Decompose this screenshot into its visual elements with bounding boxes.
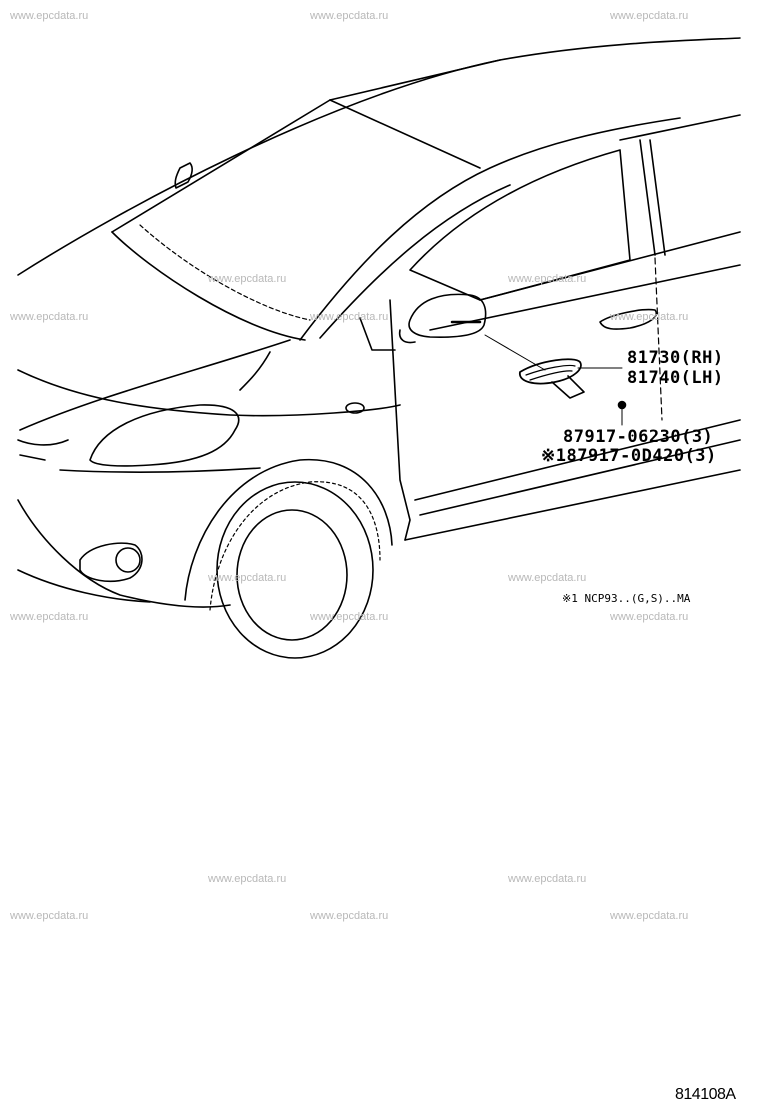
watermark: www.epcdata.ru bbox=[508, 572, 587, 584]
wheel-arch bbox=[184, 458, 393, 601]
watermark: www.epcdata.ru bbox=[310, 910, 389, 922]
watermark: www.epcdata.ru bbox=[610, 611, 689, 623]
a-pillar bbox=[299, 117, 681, 341]
watermark: www.epcdata.ru bbox=[310, 311, 389, 323]
watermark: www.epcdata.ru bbox=[208, 273, 287, 285]
vehicle-illustration bbox=[17, 37, 741, 659]
watermark: www.epcdata.ru bbox=[10, 311, 89, 323]
part-number-screw-alt[interactable]: ※187917-0D420(3) bbox=[541, 446, 717, 466]
screw-mark bbox=[617, 400, 627, 410]
roof-rail bbox=[329, 99, 481, 169]
door-handle bbox=[599, 308, 657, 330]
watermark: www.epcdata.ru bbox=[10, 611, 89, 623]
watermark: www.epcdata.ru bbox=[10, 910, 89, 922]
watermark: www.epcdata.ru bbox=[208, 873, 287, 885]
roof-outline bbox=[17, 37, 741, 276]
watermark: www.epcdata.ru bbox=[508, 873, 587, 885]
illustration-code: 814108A bbox=[675, 1086, 736, 1103]
headlamp bbox=[89, 404, 240, 467]
watermark: www.epcdata.ru bbox=[610, 910, 689, 922]
leader-lamp bbox=[484, 334, 546, 371]
watermark: www.epcdata.ru bbox=[10, 10, 89, 22]
windshield bbox=[111, 99, 331, 233]
footnote: ※1 NCP93..(G,S)..MA bbox=[562, 592, 691, 605]
watermark: www.epcdata.ru bbox=[610, 311, 689, 323]
side-window bbox=[409, 149, 631, 301]
watermark: www.epcdata.ru bbox=[508, 273, 587, 285]
side-mirror bbox=[408, 293, 487, 338]
part-number-lh[interactable]: 81740(LH) bbox=[627, 368, 724, 388]
part-number-rh[interactable]: 81730(RH) bbox=[627, 348, 724, 368]
watermark: www.epcdata.ru bbox=[310, 611, 389, 623]
door-front-edge bbox=[389, 299, 411, 541]
watermark: www.epcdata.ru bbox=[310, 10, 389, 22]
side-turn-lamp bbox=[519, 358, 585, 399]
watermark: www.epcdata.ru bbox=[208, 572, 287, 584]
front-wheel bbox=[216, 481, 374, 659]
fog-lamp bbox=[79, 542, 143, 582]
watermark: www.epcdata.ru bbox=[610, 10, 689, 22]
part-number-screw[interactable]: 87917-06230(3) bbox=[563, 427, 714, 447]
hood bbox=[17, 369, 401, 417]
front-bumper bbox=[17, 499, 231, 608]
